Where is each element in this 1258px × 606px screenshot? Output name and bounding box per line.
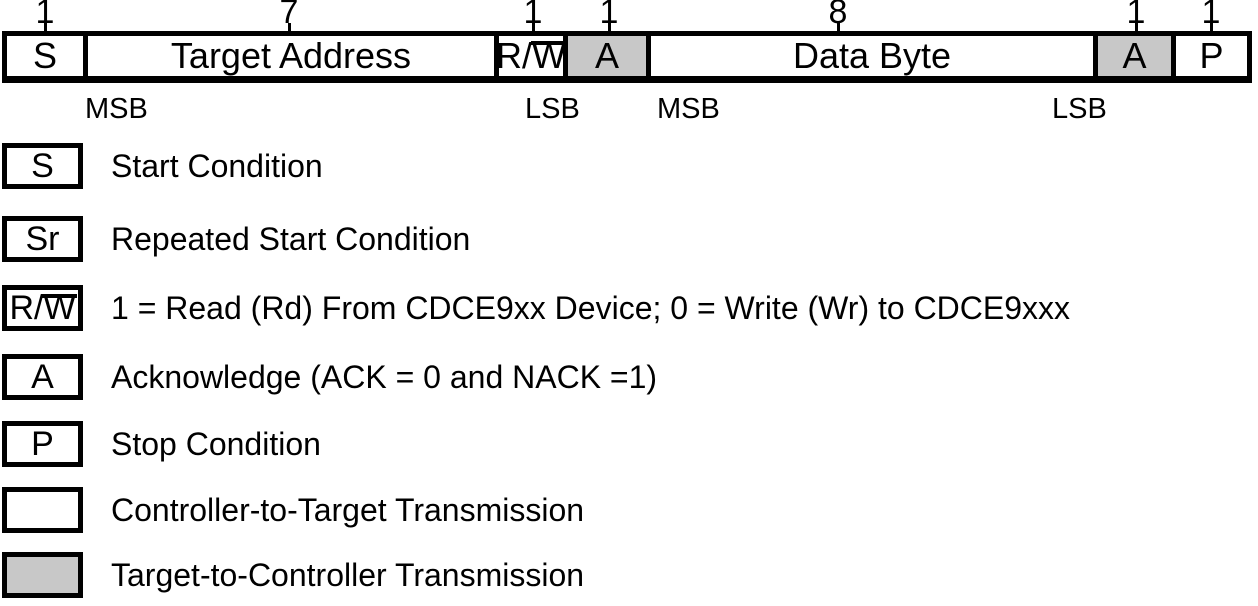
tick-mark (1135, 23, 1138, 33)
order-label-lsb-data: LSB (1052, 93, 1107, 125)
legend-description: Controller-to-Target Transmission (111, 492, 585, 528)
bit-count-target-address: 7 (279, 0, 299, 31)
legend-swatch-controller-to-target (2, 487, 83, 533)
legend-symbol-start: S (2, 143, 83, 189)
legend-description: Start Condition (111, 148, 323, 184)
bit-count-p: 1 (1201, 0, 1221, 31)
legend-symbol-acknowledge: A (2, 354, 83, 400)
legend-row-controller-to-target: Controller-to-Target Transmission (2, 487, 584, 533)
frame-row: S Target Address R/W A Data Byte A P (2, 31, 1252, 83)
legend-symbol-repeated-start: Sr (2, 216, 83, 262)
legend-description: 1 = Read (Rd) From CDCE9xx Device; 0 = W… (111, 290, 1071, 326)
frame-cell-start: S (7, 36, 88, 76)
bit-count-data-byte: 8 (828, 0, 848, 31)
frame-cell-target-address: Target Address (88, 36, 499, 76)
tick-mark (837, 23, 840, 33)
legend-description: Acknowledge (ACK = 0 and NACK =1) (111, 359, 658, 395)
legend-row-repeated-start: Sr Repeated Start Condition (2, 216, 470, 262)
order-label-lsb-address: LSB (525, 93, 580, 125)
tick-mark (44, 23, 47, 33)
tick-mark (608, 23, 611, 33)
rw-prefix: R/ (499, 36, 533, 76)
legend-row-start: S Start Condition (2, 143, 323, 189)
order-label-msb-data: MSB (657, 93, 720, 125)
legend-row-stop: P Stop Condition (2, 421, 321, 467)
rw-overline-w: W (531, 36, 566, 76)
legend-description: Target-to-Controller Transmission (111, 557, 585, 593)
frame-cell-ack-2: A (1098, 36, 1176, 76)
legend-symbol-stop: P (2, 421, 83, 467)
legend-row-target-to-controller: Target-to-Controller Transmission (2, 552, 584, 598)
legend-row-read-write: R/W 1 = Read (Rd) From CDCE9xx Device; 0… (2, 285, 1070, 331)
bit-count-ack-2: 1 (1126, 0, 1146, 31)
tick-mark (1210, 23, 1213, 33)
frame-cell-stop: P (1199, 36, 1224, 76)
legend-description: Stop Condition (111, 426, 321, 462)
tick-mark (288, 23, 291, 33)
bit-count-s: 1 (35, 0, 55, 31)
legend-symbol-read-write: R/W (2, 285, 83, 331)
legend-swatch-target-to-controller (2, 552, 83, 598)
bit-count-rw: 1 (523, 0, 543, 31)
legend-row-acknowledge: A Acknowledge (ACK = 0 and NACK =1) (2, 354, 657, 400)
frame-cell-read-write: R/W (499, 36, 568, 76)
rw-prefix: R/ (9, 289, 44, 327)
frame-cell-data-byte: Data Byte (651, 36, 1098, 76)
tick-mark (532, 23, 535, 33)
bit-count-ack-1: 1 (599, 0, 619, 31)
order-label-msb-address: MSB (85, 93, 148, 125)
frame-cell-ack-1: A (568, 36, 651, 76)
rw-overline-w: W (42, 289, 77, 327)
legend-description: Repeated Start Condition (111, 221, 471, 257)
